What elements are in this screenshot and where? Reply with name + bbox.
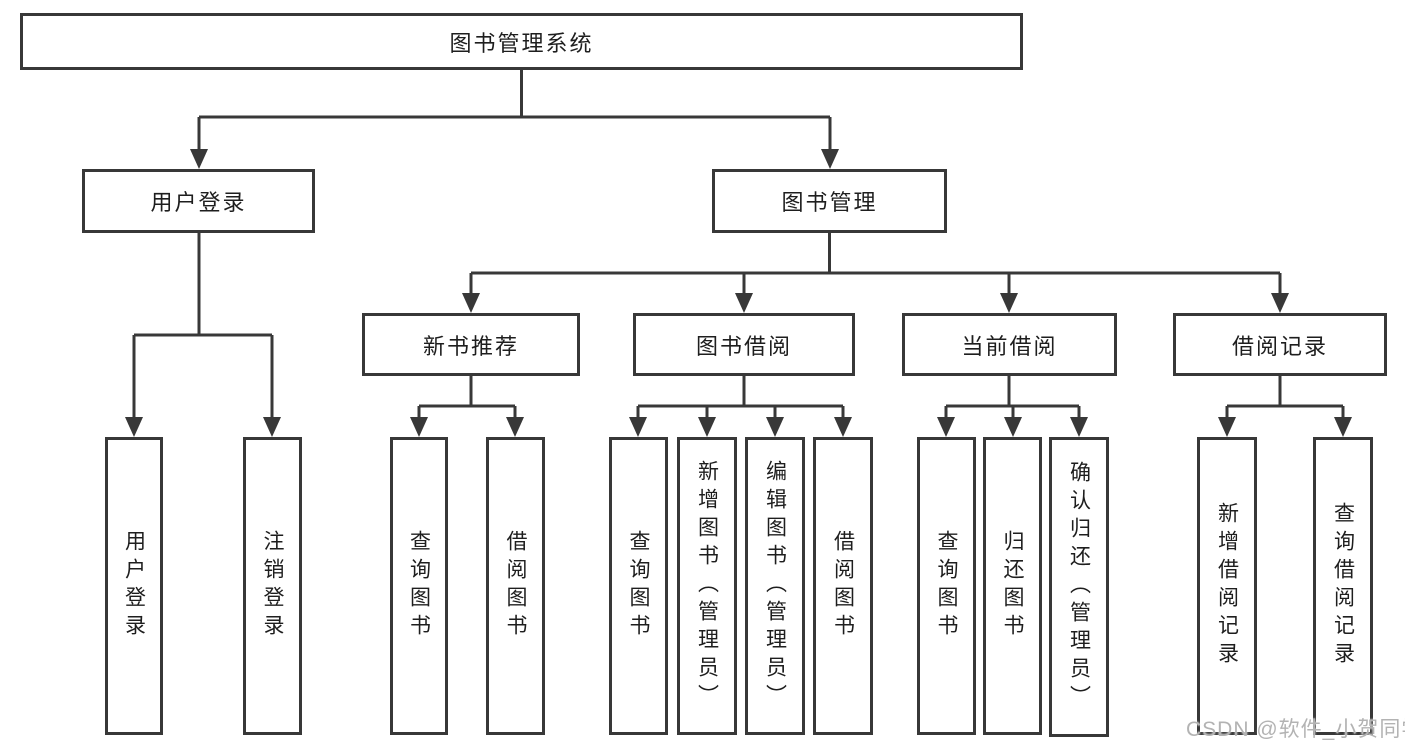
node-user-login: 用户登录 bbox=[82, 169, 315, 233]
node-label: 新增借阅记录 bbox=[1215, 502, 1239, 670]
node-label: 查询借阅记录 bbox=[1331, 502, 1355, 670]
node-label: 用户登录 bbox=[122, 530, 146, 642]
arrowheads bbox=[125, 149, 1352, 437]
node-leaf-user-login: 用户登录 bbox=[105, 437, 163, 735]
node-root: 图书管理系统 bbox=[20, 13, 1023, 70]
node-current-borrow: 当前借阅 bbox=[902, 313, 1117, 376]
node-label: 借阅图书 bbox=[831, 530, 855, 642]
node-label: 查询图书 bbox=[935, 530, 958, 642]
node-book-borrow: 图书借阅 bbox=[633, 313, 855, 376]
node-leaf-query-books-recommend: 查询图书 bbox=[390, 437, 448, 735]
node-leaf-add-borrow-record: 新增借阅记录 bbox=[1197, 437, 1257, 735]
node-label: 确认归还（管理员） bbox=[1067, 461, 1091, 713]
node-label: 借阅图书 bbox=[504, 530, 527, 642]
node-leaf-return-book: 归还图书 bbox=[983, 437, 1042, 735]
node-label: 归还图书 bbox=[1001, 530, 1024, 642]
node-label: 编辑图书（管理员） bbox=[763, 460, 787, 712]
node-leaf-query-books-borrow: 查询图书 bbox=[609, 437, 668, 735]
watermark: CSDN @软件_小贺同学 bbox=[1186, 718, 1405, 741]
node-borrow-records: 借阅记录 bbox=[1173, 313, 1387, 376]
node-label: 新增图书（管理员） bbox=[695, 460, 719, 712]
node-leaf-borrow-books: 借阅图书 bbox=[813, 437, 873, 735]
node-label: 注销登录 bbox=[261, 530, 284, 642]
node-label: 查询图书 bbox=[627, 530, 650, 642]
node-leaf-confirm-return-admin: 确认归还（管理员） bbox=[1049, 437, 1109, 737]
node-leaf-add-book-admin: 新增图书（管理员） bbox=[677, 437, 737, 735]
node-new-book-recommend: 新书推荐 bbox=[362, 313, 580, 376]
node-leaf-edit-book-admin: 编辑图书（管理员） bbox=[745, 437, 805, 735]
node-leaf-borrow-books-recommend: 借阅图书 bbox=[486, 437, 545, 735]
node-leaf-query-borrow-record: 查询借阅记录 bbox=[1313, 437, 1373, 735]
node-leaf-query-books-current: 查询图书 bbox=[917, 437, 976, 735]
node-label: 查询图书 bbox=[407, 530, 431, 642]
node-book-management: 图书管理 bbox=[712, 169, 947, 233]
node-leaf-logout: 注销登录 bbox=[243, 437, 302, 735]
